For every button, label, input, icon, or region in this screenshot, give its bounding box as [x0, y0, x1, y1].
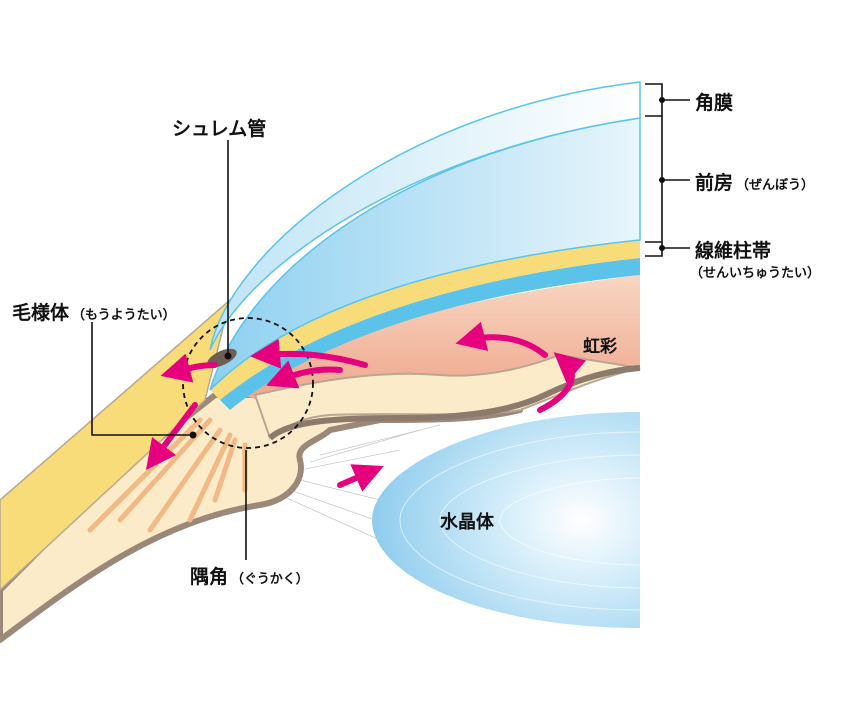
label-lens: 水晶体 [440, 508, 494, 534]
label-reading: （ぜんぼう） [736, 178, 815, 193]
flow-arrow [266, 360, 343, 389]
label-trabecular-meshwork: 線維柱帯 [695, 236, 771, 263]
cornea [209, 81, 641, 351]
anterior-chamber [209, 117, 641, 391]
angle-highlight-circle [182, 317, 314, 449]
label-trabecular-reading: （せんいちゅうたい） [690, 262, 820, 281]
aqueous-flow-arrows [145, 321, 587, 492]
label-anterior-chamber: 前房（ぜんぼう） [695, 168, 814, 195]
label-cornea: 角膜 [695, 88, 733, 115]
corneal-rim [210, 240, 640, 400]
label-reading: （もうようたい） [72, 308, 176, 323]
label-reading: （せんいちゅうたい） [690, 266, 821, 281]
label-text: 毛様体 [12, 302, 70, 324]
lens [372, 412, 640, 628]
label-angle: 隅角（ぐうかく） [190, 562, 309, 589]
flow-arrow [145, 402, 198, 470]
flow-arrow [250, 338, 368, 369]
label-text: 角膜 [695, 92, 734, 114]
leader-lines [91, 83, 690, 560]
label-text: 隅角 [190, 566, 229, 588]
label-text: シュレム管 [172, 118, 267, 140]
lens-rings [399, 431, 641, 611]
iris-pigment-edge [267, 365, 641, 441]
flow-arrow [455, 321, 548, 358]
trabecular-meshwork [220, 258, 640, 410]
label-iris: 虹彩 [583, 332, 617, 357]
label-ciliary-body: 毛様体（もうようたい） [12, 298, 176, 325]
flow-arrow [160, 353, 218, 383]
label-text: 水晶体 [440, 512, 494, 533]
flow-arrow [537, 352, 587, 413]
label-schlemm-canal: シュレム管 [172, 114, 266, 141]
zonule-fibers [279, 424, 441, 541]
iris-stroma [253, 353, 641, 440]
label-text: 線維柱帯 [695, 240, 772, 262]
label-text: 虹彩 [583, 337, 617, 357]
flow-arrow [337, 464, 384, 492]
ciliary-muscle [87, 417, 248, 533]
label-text: 前房 [695, 172, 734, 194]
label-reading: （ぐうかく） [231, 572, 309, 587]
leader-dots [189, 97, 665, 439]
